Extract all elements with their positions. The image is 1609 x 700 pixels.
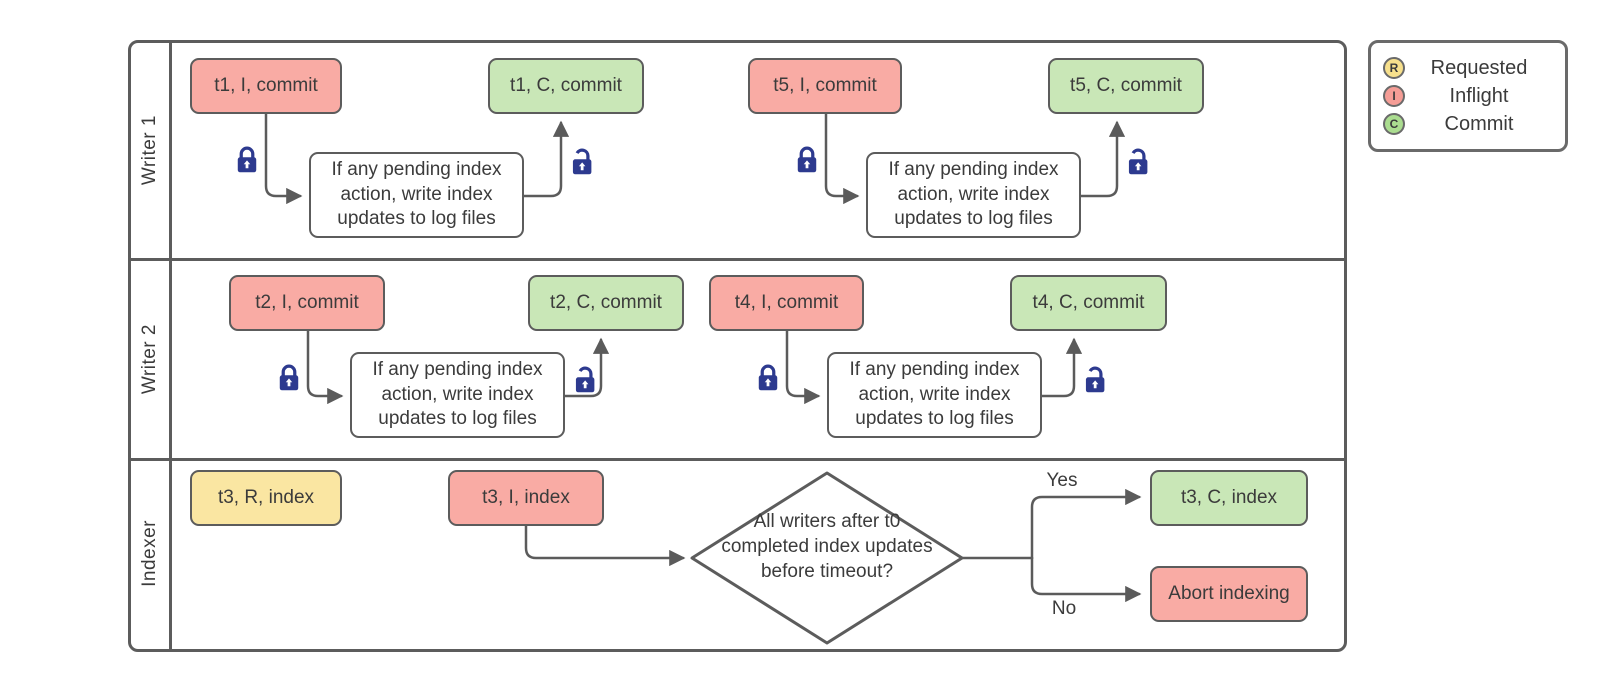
lane-label-text: Writer 2 (139, 324, 160, 395)
process-box: If any pending index action, write index… (350, 352, 565, 438)
node-t1-commit: t1, C, commit (488, 58, 644, 114)
node-t5-inflight: t5, I, commit (748, 58, 902, 114)
node-t3-commit: t3, C, index (1150, 470, 1308, 526)
node-t1-inflight: t1, I, commit (190, 58, 342, 114)
lane-label-writer-1: Writer 1 (131, 43, 169, 258)
process-box: If any pending index action, write index… (309, 152, 524, 238)
legend-label: Inflight (1449, 84, 1509, 107)
node-t4-inflight: t4, I, commit (709, 275, 864, 331)
node-t4-commit: t4, C, commit (1010, 275, 1167, 331)
node-t3-inflight: t3, I, index (448, 470, 604, 526)
edge-label-yes: Yes (1046, 470, 1078, 491)
legend-item-commit: C Commit (1383, 113, 1553, 136)
node-t2-commit: t2, C, commit (528, 275, 684, 331)
requested-state-icon: R (1383, 57, 1405, 79)
node-abort-indexing: Abort indexing (1150, 566, 1308, 622)
lane-divider (128, 458, 1344, 461)
legend: R Requested I Inflight C Commit (1368, 40, 1568, 152)
lane-label-indexer: Indexer (131, 461, 169, 646)
legend-item-requested: R Requested (1383, 57, 1553, 80)
edge-label-no: No (1051, 598, 1077, 619)
inflight-state-icon: I (1383, 85, 1405, 107)
node-t2-inflight: t2, I, commit (229, 275, 385, 331)
lane-header-separator (169, 40, 172, 649)
lane-label-writer-2: Writer 2 (131, 261, 169, 458)
process-box: If any pending index action, write index… (866, 152, 1081, 238)
lane-divider (128, 258, 1344, 261)
node-t3-requested: t3, R, index (190, 470, 342, 526)
lane-label-text: Indexer (139, 520, 160, 587)
node-t5-commit: t5, C, commit (1048, 58, 1204, 114)
lane-label-text: Writer 1 (139, 115, 160, 186)
decision-text: All writers after t0 completed index upd… (721, 511, 933, 583)
legend-item-inflight: I Inflight (1383, 85, 1553, 108)
process-box: If any pending index action, write index… (827, 352, 1042, 438)
commit-state-icon: C (1383, 113, 1405, 135)
legend-label: Requested (1430, 56, 1528, 79)
legend-label: Commit (1444, 112, 1514, 135)
